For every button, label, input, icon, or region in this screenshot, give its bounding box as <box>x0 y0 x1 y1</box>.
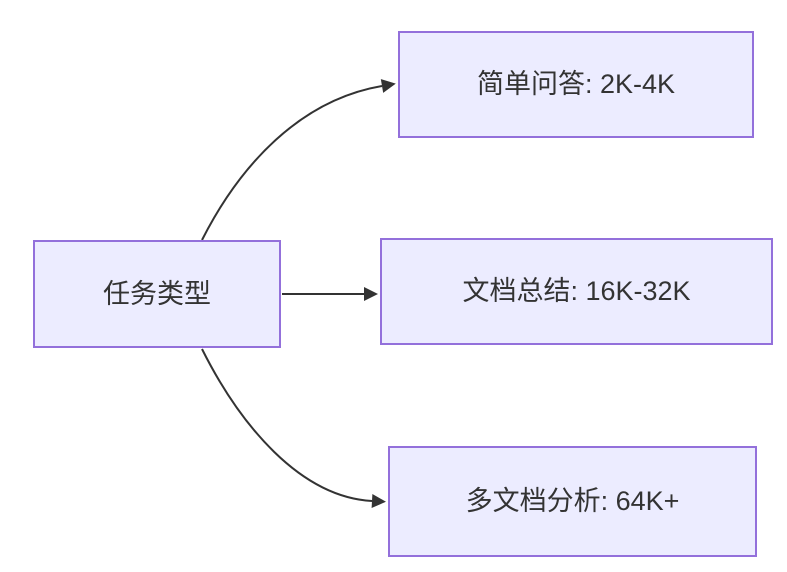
node-multidoc-analysis: 多文档分析: 64K+ <box>388 446 757 557</box>
node-simple-qa: 简单问答: 2K-4K <box>398 31 754 138</box>
edge-to-multidoc-arrow <box>201 348 386 508</box>
node-multidoc-analysis-label: 多文档分析: 64K+ <box>465 486 680 517</box>
node-doc-summary-label: 文档总结: 16K-32K <box>462 276 691 307</box>
node-task-type: 任务类型 <box>33 240 281 348</box>
node-doc-summary: 文档总结: 16K-32K <box>380 238 773 345</box>
edge-to-simple-qa-arrow <box>201 79 396 241</box>
node-task-type-label: 任务类型 <box>103 278 211 309</box>
node-simple-qa-label: 简单问答: 2K-4K <box>476 69 676 100</box>
